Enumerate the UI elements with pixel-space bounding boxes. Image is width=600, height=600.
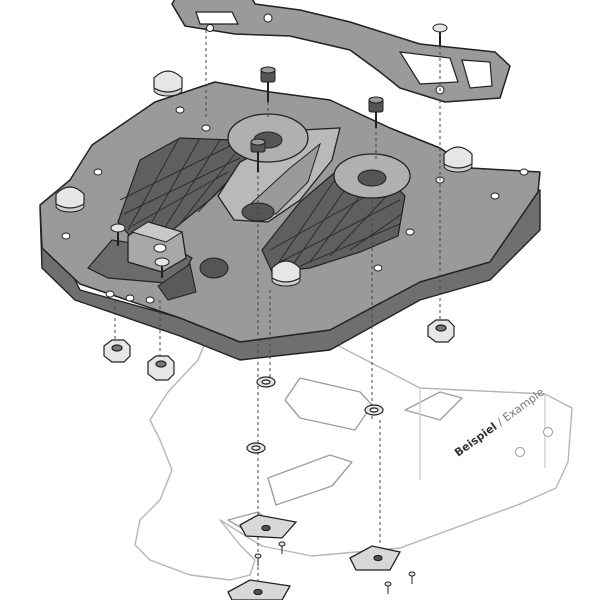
locking-knob xyxy=(443,146,473,173)
hex-nut xyxy=(147,355,175,381)
hex-nut xyxy=(103,339,131,363)
lock-washer xyxy=(256,376,276,388)
lock-washer xyxy=(246,442,266,454)
mounting-clip xyxy=(227,579,292,600)
hex-nut xyxy=(427,319,455,343)
mounting-screw xyxy=(368,96,384,128)
assembly-leader-lines xyxy=(114,30,441,590)
top-bracket xyxy=(171,0,511,103)
locking-knob xyxy=(271,260,301,287)
clip-screw xyxy=(254,541,416,594)
clamp-block xyxy=(127,221,187,273)
adapter-plate xyxy=(39,81,541,361)
rack-hole xyxy=(543,427,553,437)
mounting-screw xyxy=(110,223,126,246)
mounting-screw xyxy=(260,66,276,102)
rear-rack xyxy=(134,306,573,581)
rack-hole xyxy=(515,447,525,457)
locking-knob xyxy=(153,70,183,97)
locking-knob xyxy=(55,186,85,213)
mounting-clip xyxy=(239,514,298,539)
mounting-screw xyxy=(250,138,266,172)
mounting-screw xyxy=(154,257,170,278)
mounting-screw xyxy=(432,23,448,46)
mounting-clip xyxy=(349,545,401,571)
lock-washer xyxy=(364,404,384,416)
